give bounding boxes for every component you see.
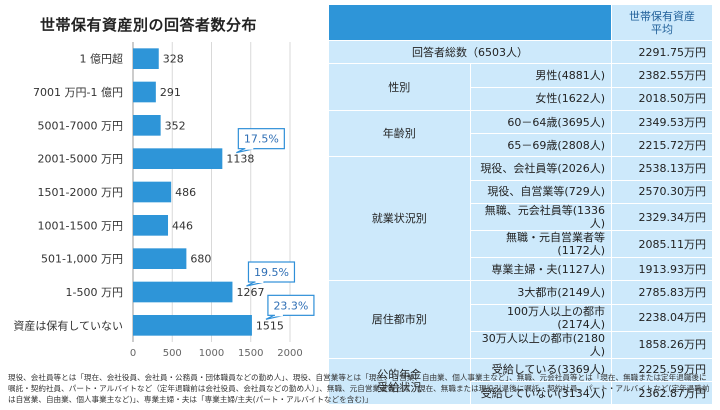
- category-label: 5001-7000 万円: [38, 119, 123, 132]
- row-value: 2329.34万円: [611, 203, 713, 232]
- x-tick-label: 2000: [277, 348, 302, 359]
- row-label: 60－64歳(3695人): [469, 109, 612, 135]
- table-row: 現役、自営業等(729人)2570.30万円: [329, 179, 713, 205]
- row-label: 男性(4881人): [469, 63, 612, 88]
- table-row: 65－69歳(2808人)2215.72万円: [329, 133, 713, 158]
- category-label: 1-500 万円: [66, 286, 123, 299]
- callout-box: [267, 294, 315, 316]
- row-value: 2538.13万円: [611, 156, 713, 181]
- callout-text: 17.5%: [244, 133, 279, 146]
- row-label: 受給していない(3134人): [469, 380, 612, 406]
- data-label: 1267: [236, 286, 264, 299]
- total-label: 回答者総数（6503人）: [328, 39, 612, 65]
- bar: [133, 148, 223, 169]
- group-label: 就業状況別: [328, 156, 471, 282]
- x-tick-label: 1000: [199, 348, 224, 359]
- row-value: 2349.53万円: [611, 109, 713, 135]
- row-label: 女性(1622人): [469, 86, 612, 111]
- data-label: 291: [160, 86, 181, 99]
- row-label: 3大都市(2149人): [469, 280, 612, 305]
- category-label: 資産は保有していない: [13, 318, 123, 332]
- table-row: 性別男性(4881人)2382.55万円: [328, 63, 713, 111]
- table-row: 回答者総数（6503人）2291.75万円: [328, 39, 713, 65]
- category-label: 7001 万円-1 億円: [33, 86, 123, 99]
- row-value: 1858.26万円: [611, 330, 713, 359]
- group-label: 性別: [328, 63, 471, 111]
- bar: [133, 48, 159, 69]
- callout-box: [237, 128, 285, 150]
- bar: [133, 315, 252, 336]
- category-label: 2001-5000 万円: [38, 153, 123, 166]
- data-label: 680: [190, 253, 211, 266]
- row-label: 30万人以上の都市(2180人): [469, 330, 612, 359]
- table-row: 100万人以上の都市(2174人)2238.04万円: [329, 303, 713, 332]
- table-row: 無職・元自営業者等(1172人)2085.11万円: [329, 230, 713, 259]
- row-label: 専業主婦・夫(1127人): [469, 257, 612, 282]
- table-row: 無職、元会社員等(1336人)2329.34万円: [329, 203, 713, 232]
- row-value: 1913.93万円: [611, 257, 713, 282]
- group-label: 年齢別: [328, 109, 471, 158]
- category-label: 501-1,000 万円: [41, 253, 123, 266]
- group-label: 公的年金受給状況: [328, 357, 471, 406]
- row-value: 2238.04万円: [611, 303, 713, 332]
- table-header-row: 世帯保有資産平均: [328, 4, 713, 41]
- row-value: 2018.50万円: [611, 86, 713, 111]
- row-value: 2382.55万円: [611, 63, 713, 88]
- bar: [133, 181, 172, 203]
- callout-text: 23.3%: [273, 299, 308, 312]
- x-tick-label: 1500: [238, 348, 263, 359]
- row-label: 現役、自営業等(729人): [469, 179, 612, 205]
- header-average-cell: 世帯保有資産平均: [611, 4, 713, 41]
- category-label: 1501-2000 万円: [38, 186, 123, 199]
- bar-chart: 0 500 1000 1500 2000 1 億円超 328 7001 万円-1 億円 291 5…: [13, 42, 315, 359]
- data-label: 486: [175, 186, 196, 199]
- bar: [133, 215, 169, 236]
- category-label: 1001-1500 万円: [38, 219, 123, 232]
- table-row: 30万人以上の都市(2180人)1858.26万円: [329, 330, 713, 359]
- row-label: 無職・元自営業者等(1172人): [469, 230, 612, 259]
- asset-average-table: 世帯保有資産平均回答者総数（6503人）2291.75万円性別男性(4881人)…: [328, 4, 713, 406]
- bar: [133, 248, 187, 269]
- row-value: 2785.83万円: [611, 280, 713, 305]
- data-label: 352: [165, 119, 186, 132]
- group-label: 居住都市別: [328, 280, 471, 359]
- data-label: 328: [163, 53, 184, 66]
- row-label: 無職、元会社員等(1336人): [469, 203, 612, 232]
- row-value: 2085.11万円: [611, 230, 713, 259]
- table-row: 女性(1622人)2018.50万円: [329, 86, 713, 111]
- row-value: 2225.59万円: [611, 357, 713, 382]
- footnote: 現役、会社員等とは「現在、会社役員、会社員・公務員・団体職員などの勤め人」、現役…: [8, 373, 710, 404]
- row-label: 受給している(3369人): [469, 357, 612, 382]
- header-blank-cell: [328, 4, 612, 41]
- row-value: 2215.72万円: [611, 133, 713, 158]
- x-tick-label: 0: [130, 348, 136, 359]
- bar: [133, 115, 161, 136]
- row-label: 100万人以上の都市(2174人): [469, 303, 612, 332]
- table-row: 公的年金受給状況受給している(3369人)2225.59万円: [328, 357, 713, 406]
- bar: [133, 81, 156, 103]
- callout-box: [247, 261, 296, 283]
- bar: [133, 281, 233, 303]
- total-value: 2291.75万円: [611, 39, 713, 65]
- data-label: 446: [172, 219, 193, 232]
- callout-text: 19.5%: [254, 266, 289, 279]
- row-label: 現役、会社員等(2026人): [469, 156, 612, 181]
- row-label: 65－69歳(2808人): [469, 133, 612, 158]
- table-row: 就業状況別現役、会社員等(2026人)2538.13万円: [328, 156, 713, 282]
- data-label: 1138: [226, 153, 254, 166]
- x-tick-label: 500: [163, 348, 182, 359]
- table-row: 受給していない(3134人)2362.87万円: [329, 380, 713, 406]
- data-label: 1515: [256, 319, 284, 332]
- chart-title: 世帯保有資産別の回答者数分布: [40, 16, 258, 34]
- category-label: 1 億円超: [80, 52, 124, 66]
- row-value: 2362.87万円: [611, 380, 713, 406]
- row-value: 2570.30万円: [611, 179, 713, 205]
